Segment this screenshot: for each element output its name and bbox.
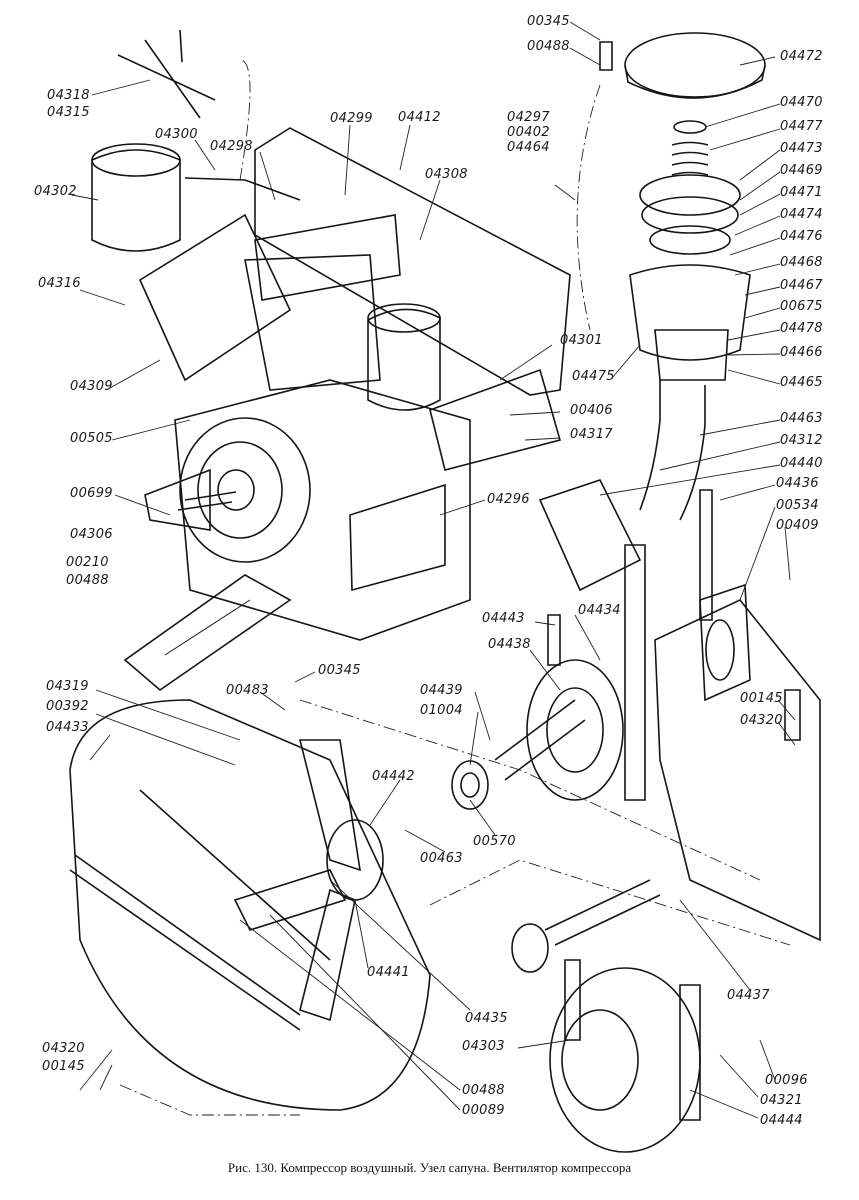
part-label: 04468 bbox=[780, 255, 823, 270]
part-label: 00345 bbox=[527, 14, 570, 29]
part-label: 00488 bbox=[462, 1083, 505, 1098]
part-label: 04300 bbox=[155, 127, 198, 142]
part-label: 04443 bbox=[482, 611, 525, 626]
leader-lines bbox=[71, 21, 796, 1119]
part-label: 00145 bbox=[42, 1059, 85, 1074]
part-label: 00392 bbox=[46, 699, 89, 714]
part-label: 04433 bbox=[46, 720, 89, 735]
part-label: 04474 bbox=[780, 207, 823, 222]
part-label: 04301 bbox=[560, 333, 603, 348]
part-label: 04444 bbox=[760, 1113, 803, 1128]
part-label: 04312 bbox=[780, 433, 823, 448]
part-label: 04302 bbox=[34, 184, 77, 199]
figure-caption: Рис. 130. Компрессор воздушный. Узел сап… bbox=[227, 1160, 632, 1175]
assembly-axis-lines bbox=[119, 59, 791, 1116]
part-label: 04306 bbox=[70, 527, 113, 542]
part-label: 04441 bbox=[367, 965, 410, 980]
part-label: 04476 bbox=[780, 229, 823, 244]
part-label: 04469 bbox=[780, 163, 823, 178]
part-label: 04463 bbox=[780, 411, 823, 426]
part-label: 04440 bbox=[780, 456, 823, 471]
part-label: 04477 bbox=[780, 119, 823, 134]
part-label: 04438 bbox=[488, 637, 531, 652]
part-label: 04319 bbox=[46, 679, 89, 694]
part-label: 00409 bbox=[776, 518, 819, 533]
part-label: 04321 bbox=[760, 1093, 803, 1108]
part-label: 00505 bbox=[70, 431, 113, 446]
part-label: 04478 bbox=[780, 321, 823, 336]
part-label: 04439 bbox=[420, 683, 463, 698]
part-label: 04320 bbox=[42, 1041, 85, 1056]
part-label: 04309 bbox=[70, 379, 113, 394]
part-label: 04412 bbox=[398, 110, 441, 125]
compressor-assembly bbox=[91, 29, 571, 692]
part-label: 04297 bbox=[507, 110, 550, 125]
part-label: 00675 bbox=[780, 299, 823, 314]
part-label: 00145 bbox=[740, 691, 783, 706]
part-label: 04303 bbox=[462, 1039, 505, 1054]
part-label: 04464 bbox=[507, 140, 550, 155]
part-label: 00345 bbox=[318, 663, 361, 678]
part-label: 00483 bbox=[226, 683, 269, 698]
part-label: 00096 bbox=[765, 1073, 808, 1088]
part-label: 04473 bbox=[780, 141, 823, 156]
part-label: 04466 bbox=[780, 345, 823, 360]
part-label: 00402 bbox=[507, 125, 550, 140]
part-label: 00488 bbox=[527, 39, 570, 54]
breather-assembly bbox=[599, 32, 766, 521]
part-label: 04437 bbox=[727, 988, 770, 1003]
part-label: 04465 bbox=[780, 375, 823, 390]
part-label: 04470 bbox=[780, 95, 823, 110]
part-label: 00210 bbox=[66, 555, 109, 570]
part-label: 04308 bbox=[425, 167, 468, 182]
part-label: 04298 bbox=[210, 139, 253, 154]
fan-drive-assembly bbox=[451, 479, 821, 1153]
part-label: 04299 bbox=[330, 111, 373, 126]
part-label: 01004 bbox=[420, 703, 463, 718]
part-label: 04318 bbox=[47, 88, 90, 103]
part-label: 04316 bbox=[38, 276, 81, 291]
part-label: 04320 bbox=[740, 713, 783, 728]
part-label: 04472 bbox=[780, 49, 823, 64]
part-label: 04475 bbox=[572, 369, 615, 384]
part-label: 00534 bbox=[776, 498, 819, 513]
part-label: 00699 bbox=[70, 486, 113, 501]
part-label: 04471 bbox=[780, 185, 823, 200]
part-label: 00488 bbox=[66, 573, 109, 588]
part-label: 04435 bbox=[465, 1011, 508, 1026]
part-label: 04434 bbox=[578, 603, 621, 618]
part-label: 00570 bbox=[473, 834, 516, 849]
fan-guard bbox=[69, 699, 431, 1111]
part-label: 04315 bbox=[47, 105, 90, 120]
part-label: 04296 bbox=[487, 492, 530, 507]
part-label: 04442 bbox=[372, 769, 415, 784]
part-label: 04467 bbox=[780, 278, 823, 293]
part-label: 00089 bbox=[462, 1103, 505, 1118]
part-label: 00406 bbox=[570, 403, 613, 418]
part-label: 04317 bbox=[570, 427, 613, 442]
part-label: 04436 bbox=[776, 476, 819, 491]
part-label: 00463 bbox=[420, 851, 463, 866]
